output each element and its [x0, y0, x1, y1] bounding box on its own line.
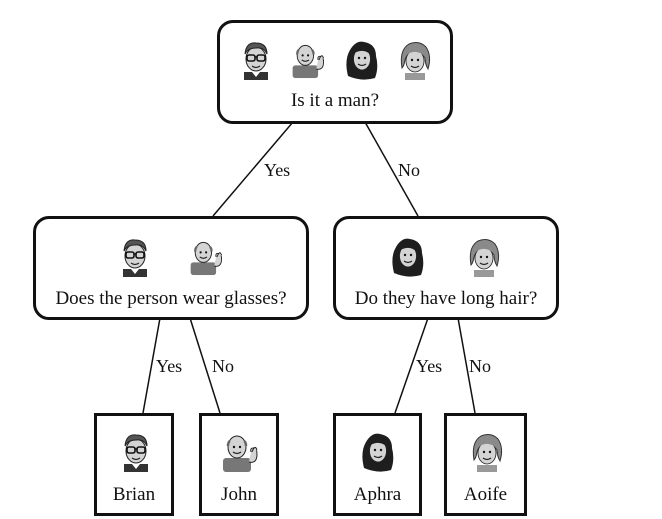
hair-node-avatars — [336, 235, 556, 279]
aphra-avatar-icon — [388, 235, 428, 277]
glasses-node-avatars — [36, 235, 306, 279]
edge-glasses-no — [189, 317, 221, 414]
edge-root-yes — [212, 121, 294, 217]
leaf-name: Aoife — [463, 484, 508, 505]
edge-label-root-no: No — [398, 160, 420, 180]
leaf-brian: Brian — [94, 413, 174, 516]
john-avatar-icon — [187, 235, 227, 277]
leaf-name: Aphra — [353, 484, 402, 505]
edge-hair-no — [457, 317, 476, 414]
leaf-name: Brian — [112, 484, 156, 505]
edge-label-hair-yes: Yes — [416, 356, 443, 376]
edge-hair-yes — [394, 317, 429, 414]
aoife-avatar-icon — [467, 430, 507, 472]
edge-label-glasses-yes: Yes — [156, 356, 183, 376]
root-node: Is it a man? — [217, 20, 453, 124]
leaf-aoife: Aoife — [444, 413, 527, 516]
aoife-avatar-icon — [395, 38, 435, 80]
hair-question: Do they have long hair? — [354, 288, 538, 309]
root-avatars — [220, 38, 450, 82]
edge-label-root-yes: Yes — [264, 160, 291, 180]
glasses-question: Does the person wear glasses? — [55, 288, 287, 309]
john-avatar-icon — [219, 430, 263, 472]
aphra-avatar-icon — [342, 38, 382, 80]
glasses-node: Does the person wear glasses? — [33, 216, 309, 320]
edge-glasses-yes — [142, 317, 161, 414]
leaf-aphra: Aphra — [333, 413, 422, 516]
john-avatar-icon — [289, 38, 329, 80]
edge-label-glasses-no: No — [212, 356, 234, 376]
brian-avatar-icon — [236, 38, 276, 80]
edge-root-no — [364, 121, 419, 217]
brian-avatar-icon — [116, 430, 156, 472]
aoife-avatar-icon — [464, 235, 504, 277]
edge-label-hair-no: No — [469, 356, 491, 376]
leaf-john: John — [199, 413, 279, 516]
brian-avatar-icon — [115, 235, 155, 277]
hair-node: Do they have long hair? — [333, 216, 559, 320]
root-question: Is it a man? — [290, 90, 380, 111]
aphra-avatar-icon — [358, 430, 398, 472]
leaf-name: John — [221, 484, 257, 505]
